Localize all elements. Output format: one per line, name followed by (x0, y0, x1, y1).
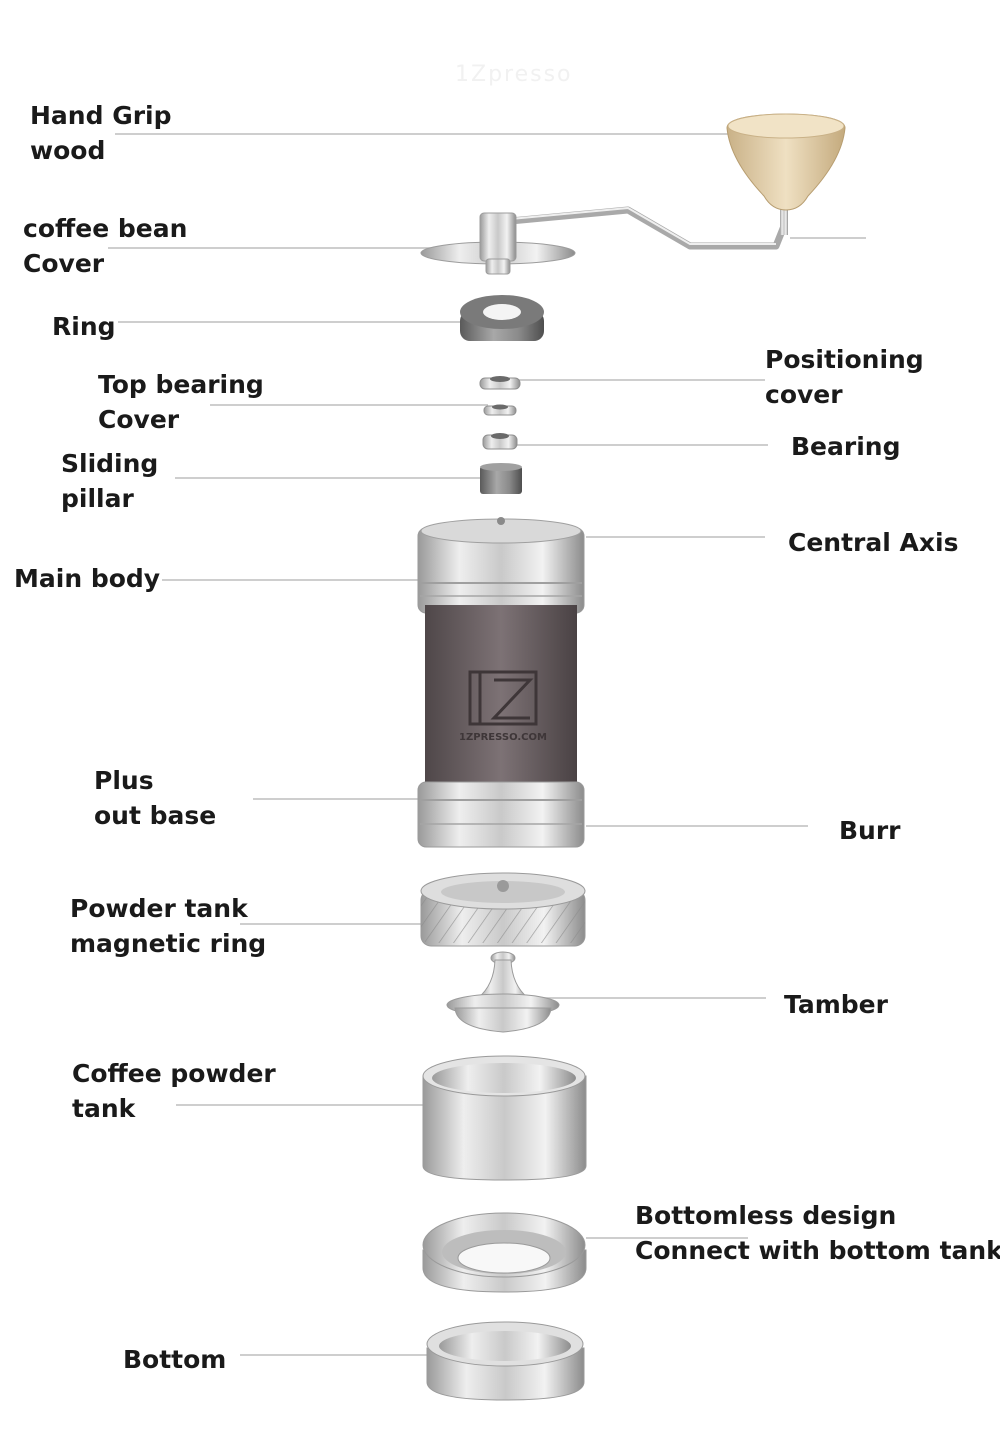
main-body-bottom-collar (418, 782, 584, 847)
label-coffee-bean-cover: coffee bean Cover (23, 211, 187, 281)
label-tamber: Tamber (784, 987, 888, 1022)
label-line: Coffee powder (72, 1056, 276, 1091)
tamber-stem (478, 960, 528, 998)
label-bottomless-design: Bottomless design Connect with bottom ta… (635, 1198, 1000, 1268)
label-line: pillar (61, 481, 158, 516)
coffee-powder-tank-part (423, 1056, 586, 1180)
magnetic-ring-center (497, 880, 509, 892)
label-line: wood (30, 133, 172, 168)
sliding-pillar-top (480, 463, 522, 471)
label-top-bearing-cover: Top bearing Cover (98, 367, 264, 437)
label-central-axis: Central Axis (788, 525, 958, 560)
label-main-body: Main body (14, 561, 160, 596)
label-line: Powder tank (70, 891, 266, 926)
label-line: cover (765, 377, 924, 412)
cover-hub (480, 213, 516, 261)
label-powder-tank-magnetic-ring: Powder tank magnetic ring (70, 891, 266, 961)
ring-hole (483, 304, 521, 320)
label-line: Top bearing (98, 367, 264, 402)
label-coffee-powder-tank: Coffee powder tank (72, 1056, 276, 1126)
bottomless-design-part (423, 1213, 586, 1292)
bearing-hole (491, 433, 509, 439)
positioning-cover-hole (490, 376, 510, 382)
label-line: magnetic ring (70, 926, 266, 961)
label-line: Burr (839, 813, 901, 848)
cover-hub-base (486, 259, 510, 274)
label-bearing: Bearing (791, 429, 900, 464)
label-line: Bottom (123, 1342, 226, 1377)
sliding-pillar-part (480, 463, 522, 494)
label-line: Plus (94, 763, 216, 798)
label-sliding-pillar: Sliding pillar (61, 446, 158, 516)
bottom-inner (439, 1331, 571, 1361)
central-axis-tip (497, 517, 505, 525)
wood-knob-top (728, 114, 844, 138)
coffee-bean-cover (421, 213, 575, 274)
label-line: Hand Grip (30, 98, 172, 133)
tamber-foot (455, 1008, 551, 1032)
ring-part (460, 295, 544, 341)
label-line: Bottomless design (635, 1198, 1000, 1233)
top-bearing-cover-part (484, 405, 516, 416)
positioning-cover-part (480, 376, 520, 389)
magnetic-ring-part (421, 873, 585, 946)
main-body-part: 1ZPRESSO.COM (418, 517, 584, 847)
label-line: coffee bean (23, 211, 187, 246)
label-line: Connect with bottom tank (635, 1233, 1000, 1268)
wood-wrap (425, 605, 577, 792)
label-burr: Burr (839, 813, 901, 848)
top-bearing-cover-hole (492, 405, 508, 410)
tamber-part (447, 952, 559, 1032)
label-line: Positioning (765, 342, 924, 377)
label-line: out base (94, 798, 216, 833)
label-line: Sliding (61, 446, 158, 481)
label-line: tank (72, 1091, 276, 1126)
label-ring: Ring (52, 309, 116, 344)
label-line: Bearing (791, 429, 900, 464)
label-hand-grip-wood: Hand Grip wood (30, 98, 172, 168)
bearing-part (483, 433, 517, 449)
brand-logo-text: 1ZPRESSO.COM (459, 732, 547, 743)
crank-arm-highlight (500, 208, 776, 244)
label-bottom: Bottom (123, 1342, 226, 1377)
label-plus-out-base: Plus out base (94, 763, 216, 833)
powder-tank-opening (432, 1063, 576, 1093)
label-line: Cover (23, 246, 187, 281)
faint-watermark: 1Zpresso (455, 62, 573, 87)
label-line: Cover (98, 402, 264, 437)
label-line: Main body (14, 561, 160, 596)
label-line: Central Axis (788, 525, 958, 560)
bottom-part (427, 1322, 584, 1400)
label-positioning-cover: Positioning cover (765, 342, 924, 412)
label-line: Ring (52, 309, 116, 344)
bottomless-hole (458, 1243, 550, 1273)
label-line: Tamber (784, 987, 888, 1022)
